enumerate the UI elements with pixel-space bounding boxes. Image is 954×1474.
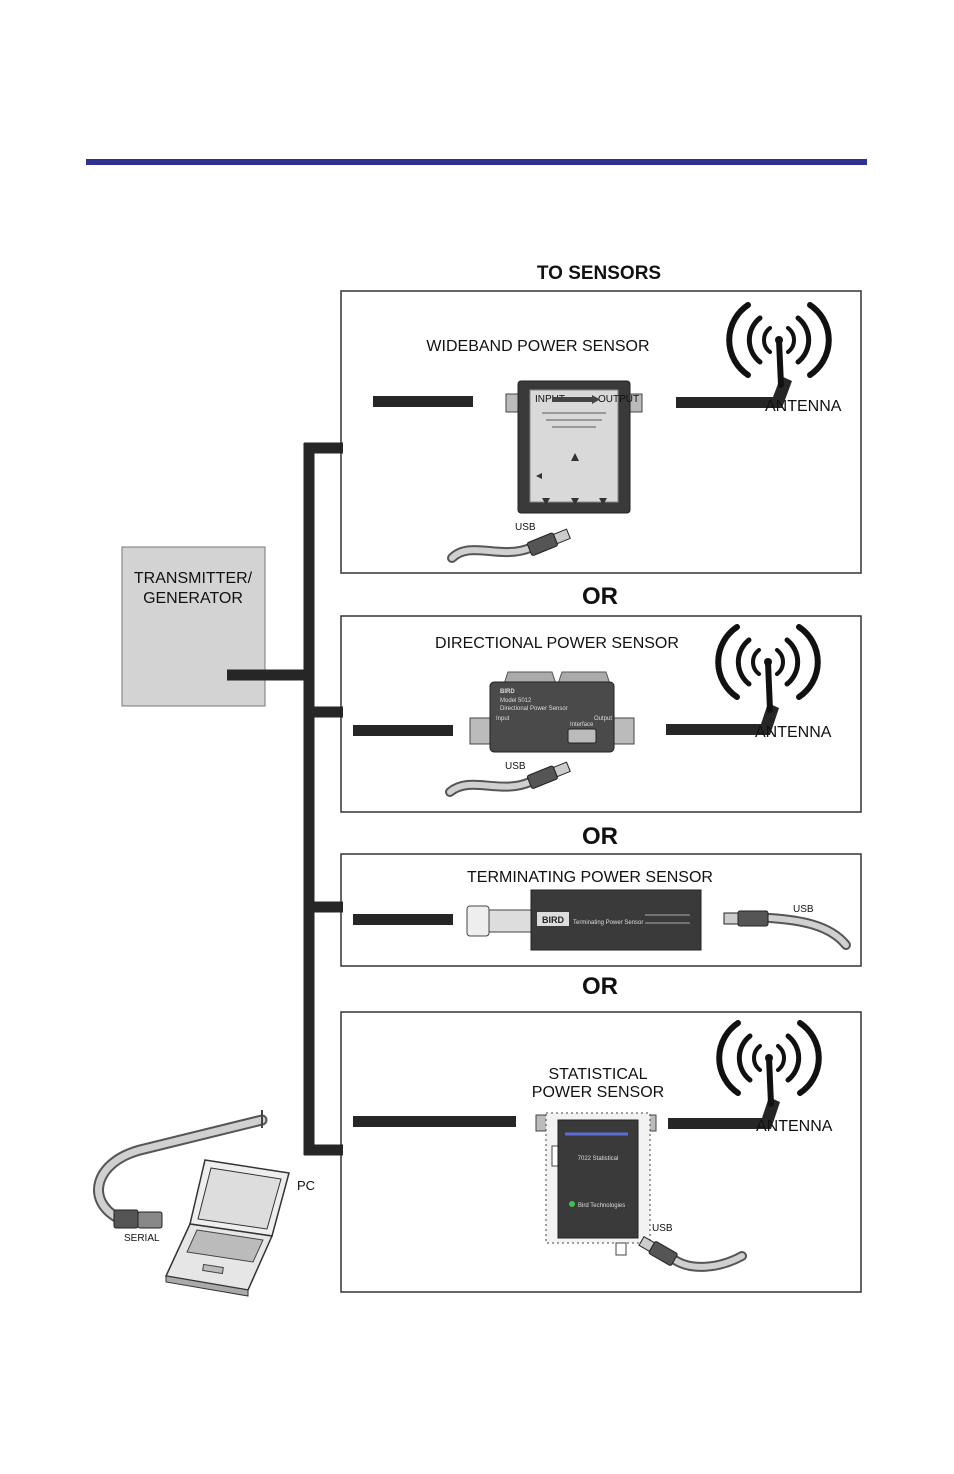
wideband-input-text: INPUT [535,394,565,405]
directional-input-text: Input [496,716,510,722]
wideband-antenna-icon [726,302,832,388]
wideband-usb-label: USB [515,522,536,533]
directional-antenna-icon [715,624,821,713]
statistical-output-cable [668,1118,728,1129]
statistical-antenna-icon [716,1020,822,1107]
directional-input-cable [353,725,453,736]
directional-sensor-icon: BIRD Model 5012 Directional Power Sensor… [469,671,635,753]
wideband-input-cable [373,396,473,407]
or-label-2: OR [582,823,618,850]
directional-output-cable [666,724,726,735]
header-rule [86,159,867,165]
statistical-model-text: 7022 Statistical [578,1156,619,1162]
wideband-output-cable [676,397,736,408]
directional-interface-text: Interface [570,722,594,728]
wideband-sensor-title: WIDEBAND POWER SENSOR [426,338,649,355]
terminating-usb-label: USB [793,904,814,915]
header-title: TO SENSORS [537,263,661,284]
statistical-antenna-feed [728,1097,780,1129]
pc-label: PC [297,1178,315,1193]
directional-model-text: Model 5012 [500,698,532,704]
serial-cable-icon [93,1110,268,1229]
terminating-input-cable [353,914,453,925]
directional-sensor-title: DIRECTIONAL POWER SENSOR [435,635,679,652]
statistical-usb-cable-icon [638,1235,747,1272]
terminating-sensor-title: TERMINATING POWER SENSOR [467,869,713,886]
directional-usb-label: USB [505,761,526,772]
directional-antenna-label: ANTENNA [755,724,832,741]
directional-antenna-feed [726,703,779,735]
terminating-sensor-icon: BIRD Terminating Power Sensor [466,889,702,951]
bus-cables [227,442,343,1156]
serial-label: SERIAL [124,1233,160,1244]
statistical-antenna-label: ANTENNA [756,1118,833,1135]
wideband-sensor-icon: INPUT OUTPUT [505,380,643,514]
or-label-3: OR [582,973,618,1000]
laptop-pc-icon [164,1159,290,1297]
statistical-input-cable [353,1116,516,1127]
statistical-sensor-icon: 7022 Statistical Bird Technologies [535,1112,657,1256]
terminating-usb-cable-icon [723,910,851,950]
terminating-logo-text: BIRD [542,915,564,925]
wideband-usb-cable-icon [447,528,571,563]
statistical-usb-label: USB [652,1223,673,1234]
statistical-maker-text: Bird Technologies [578,1203,625,1209]
directional-usb-cable-icon [445,761,571,797]
transmitter-label-line-1: TRANSMITTER/ [134,570,253,587]
terminating-name-text: Terminating Power Sensor [573,920,643,926]
or-label-1: OR [582,583,618,610]
directional-logo-text: BIRD [500,689,515,695]
statistical-sensor-title-line-2: POWER SENSOR [532,1084,664,1101]
transmitter-label-line-2: GENERATOR [143,590,243,607]
wideband-antenna-label: ANTENNA [765,398,842,415]
directional-output-text: Output [594,716,612,722]
directional-name-text: Directional Power Sensor [500,706,568,712]
wideband-output-text: OUTPUT [598,394,639,405]
statistical-sensor-title-line-1: STATISTICAL [549,1066,648,1083]
